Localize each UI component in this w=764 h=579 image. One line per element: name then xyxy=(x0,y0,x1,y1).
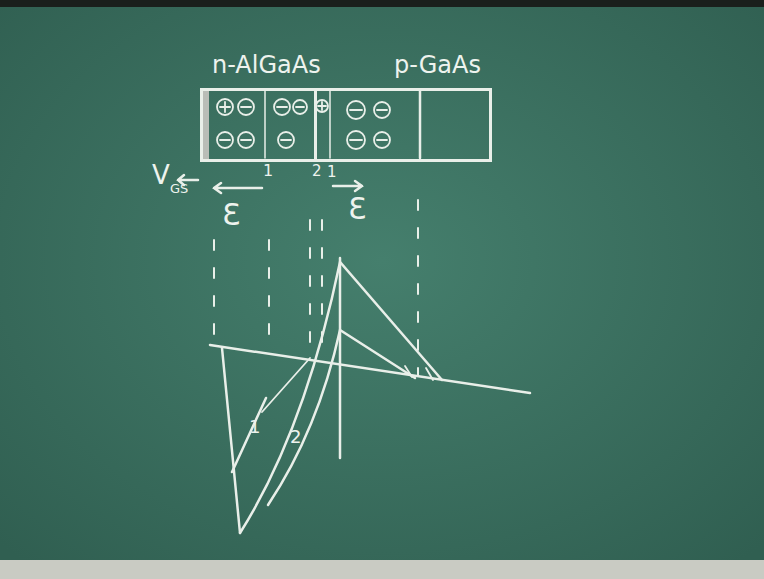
semiconductor-region: n-AlGaAs xyxy=(200,45,317,162)
divider xyxy=(329,90,331,158)
region-outline xyxy=(200,88,317,162)
field-arrow xyxy=(214,183,262,193)
projection-lines xyxy=(214,200,418,375)
field-symbol: Ɛ xyxy=(348,194,366,224)
voltage-subscript: GS xyxy=(170,182,188,195)
layer-label: n-AlGaAs xyxy=(212,51,321,79)
tick-marks xyxy=(405,366,433,380)
callout-number: 1 xyxy=(327,165,337,180)
charge-symbols xyxy=(217,99,390,149)
potential-line xyxy=(232,398,266,472)
energy-axis xyxy=(210,345,530,393)
board-frame xyxy=(0,0,764,7)
curve-number: 2 xyxy=(290,428,301,446)
band-diagram xyxy=(178,90,530,533)
potential-curve xyxy=(268,330,415,505)
voltage-symbol: V xyxy=(152,162,170,188)
potential-curve xyxy=(240,262,442,533)
field-arrow xyxy=(333,181,362,191)
depletion-edge xyxy=(419,90,422,158)
curve-number: 1 xyxy=(249,418,260,436)
layer-label: p-GaAs xyxy=(394,51,481,79)
chalk-tray xyxy=(0,560,764,579)
interface-line xyxy=(339,258,342,458)
callout-number: 1 xyxy=(263,163,273,179)
field-symbol: Ɛ xyxy=(222,200,240,230)
callout-number: 2 xyxy=(312,164,322,179)
region-outline xyxy=(314,88,492,162)
semiconductor-region: p-GaAs xyxy=(314,45,492,162)
potential-line xyxy=(262,358,310,412)
band-edge xyxy=(222,348,240,533)
divider xyxy=(264,90,266,158)
